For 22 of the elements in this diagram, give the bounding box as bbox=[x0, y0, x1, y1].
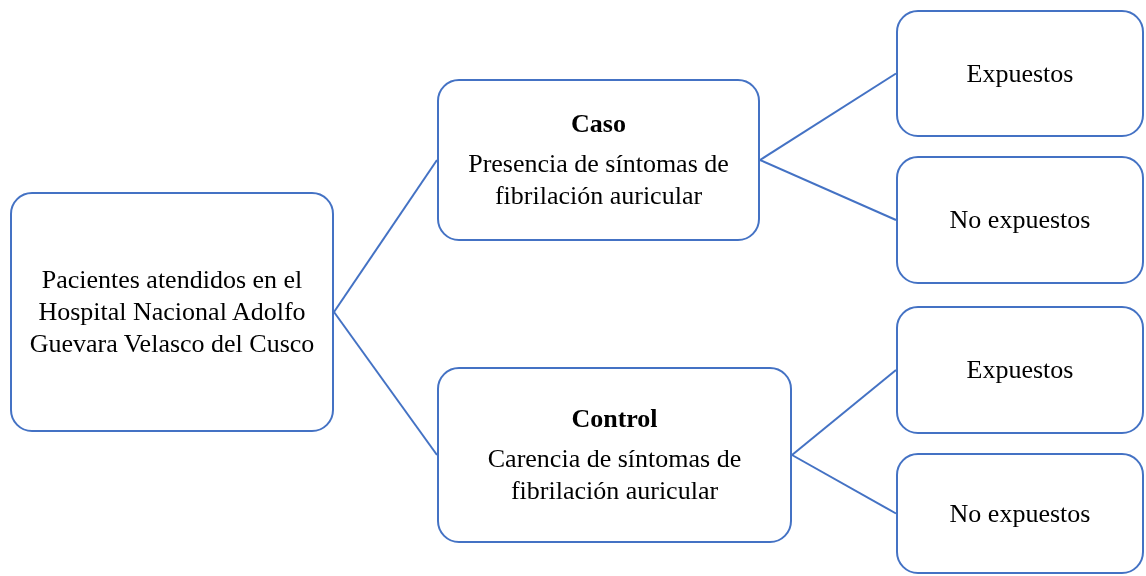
box-text: Expuestos bbox=[966, 354, 1074, 386]
process-box bbox=[896, 10, 1144, 137]
process-box bbox=[437, 367, 792, 543]
box-text: Presencia de síntomas de fibrilación auricular bbox=[467, 148, 730, 212]
process-box bbox=[896, 156, 1144, 284]
process-box bbox=[896, 306, 1144, 434]
process-box bbox=[437, 79, 760, 241]
box-heading: Caso bbox=[571, 108, 626, 141]
box-text: No expuestos bbox=[949, 204, 1091, 236]
process-box bbox=[896, 453, 1144, 574]
box-text: Pacientes atendidos en el Hospital Nacional Adolfo Guevara Velasco del Cusco bbox=[28, 264, 316, 360]
connector-line bbox=[791, 454, 897, 515]
connector-line bbox=[759, 72, 897, 161]
connector-line bbox=[759, 159, 897, 221]
box-text: Expuestos bbox=[966, 57, 1074, 90]
process-box bbox=[10, 192, 334, 432]
box-text: Carencia de síntomas de fibrilación auricular bbox=[486, 443, 743, 507]
connector-line bbox=[791, 369, 897, 456]
box-heading: Control bbox=[571, 403, 658, 436]
connector-line bbox=[333, 159, 438, 313]
connector-line bbox=[333, 311, 438, 456]
box-text: No expuestos bbox=[949, 497, 1091, 530]
